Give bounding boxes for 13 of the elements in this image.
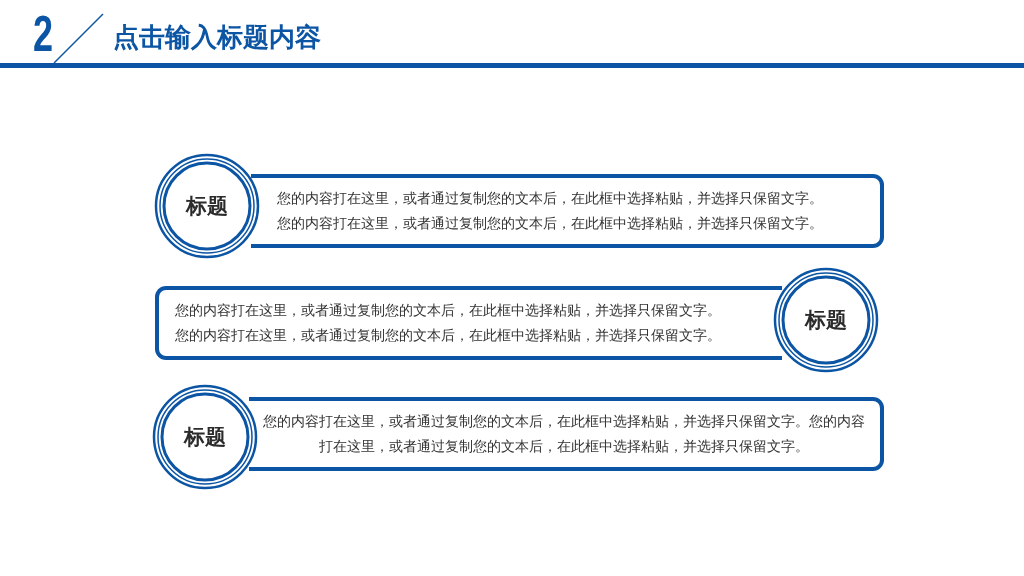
body-text: 您的内容打在这里，或者通过复制您的文本后，在此框中选择粘贴，并选择只保留文字。您的内容打在这里，或者通过复制您的文本后，在此框中选择粘贴，并选择只保留文字。 bbox=[261, 412, 866, 456]
badge-title: 标题 bbox=[184, 193, 229, 219]
content-box bbox=[251, 174, 884, 248]
content-box bbox=[155, 286, 782, 360]
content-box bbox=[249, 397, 884, 471]
body-text: 您的内容打在这里，或者通过复制您的文本后，在此框中选择粘贴，并选择只保留文字。 bbox=[277, 214, 824, 233]
section-number: 2 bbox=[33, 6, 54, 62]
title: 点击输入标题内容 bbox=[113, 21, 321, 54]
body-text: 您的内容打在这里，或者通过复制您的文本后，在此框中选择粘贴，并选择只保留文字。 bbox=[175, 301, 722, 320]
body-text: 您的内容打在这里，或者通过复制您的文本后，在此框中选择粘贴，并选择只保留文字。 bbox=[175, 326, 722, 345]
badge-title: 标题 bbox=[803, 307, 848, 333]
body-text: 您的内容打在这里，或者通过复制您的文本后，在此框中选择粘贴，并选择只保留文字。 bbox=[277, 189, 824, 208]
badge-title: 标题 bbox=[182, 424, 227, 450]
